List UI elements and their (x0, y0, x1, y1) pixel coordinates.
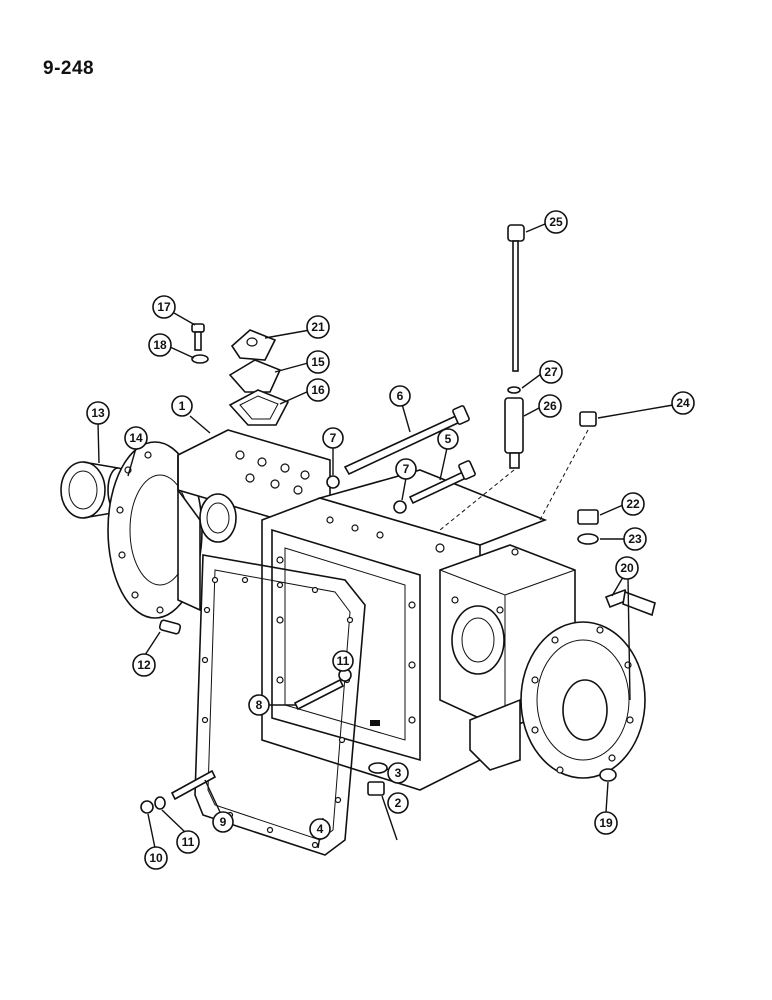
washer-18 (191, 354, 209, 364)
callout-label: 5 (445, 432, 452, 446)
callout-20: 20 (615, 556, 639, 580)
callout-label: 13 (91, 406, 105, 420)
callout-3: 3 (387, 762, 409, 784)
callout-label: 7 (330, 431, 337, 445)
callout-7b: 7 (395, 458, 417, 480)
callout-label: 9 (220, 815, 227, 829)
washer-7-left (326, 475, 340, 489)
screw-17 (191, 323, 205, 351)
callout-10: 10 (144, 846, 168, 870)
callout-7a: 7 (322, 427, 344, 449)
gasket-16 (228, 389, 290, 426)
callout-15: 15 (306, 350, 330, 374)
dipstick-tube-26 (504, 397, 524, 469)
callout-12: 12 (132, 653, 156, 677)
callout-24: 24 (671, 391, 695, 415)
callout-8: 8 (248, 694, 270, 716)
callout-label: 17 (157, 300, 171, 314)
callout-13: 13 (86, 401, 110, 425)
callout-label: 24 (676, 396, 690, 410)
stud-8 (293, 678, 345, 711)
callout-label: 20 (620, 561, 634, 575)
callout-label: 27 (544, 365, 558, 379)
callout-26: 26 (538, 394, 562, 418)
callout-22: 22 (621, 492, 645, 516)
callout-2: 2 (387, 792, 409, 814)
callout-11a: 11 (332, 650, 354, 672)
callout-label: 22 (626, 497, 640, 511)
callout-label: 2 (395, 796, 402, 810)
callout-label: 7 (403, 462, 410, 476)
callout-11b: 11 (176, 830, 200, 854)
plug-2 (367, 781, 385, 796)
o-ring-27 (507, 386, 521, 394)
plug-24 (579, 411, 597, 427)
transmission-housing-1 (177, 429, 576, 791)
callout-25: 25 (544, 210, 568, 234)
washer-23 (577, 533, 599, 545)
callout-label: 6 (397, 389, 404, 403)
callout-1: 1 (171, 395, 193, 417)
callout-label: 12 (137, 658, 151, 672)
callout-17: 17 (152, 295, 176, 319)
callout-label: 19 (599, 816, 613, 830)
dowel-12 (158, 619, 182, 635)
plate-15 (228, 359, 282, 393)
washer-7-right (393, 500, 407, 514)
callout-16: 16 (306, 378, 330, 402)
callout-label: 16 (311, 383, 325, 397)
stud-6 (343, 405, 470, 476)
plug-22 (577, 509, 599, 525)
page-number: 9-248 (43, 58, 95, 79)
callout-label: 4 (317, 822, 324, 836)
callout-21: 21 (306, 315, 330, 339)
callout-label: 8 (256, 698, 263, 712)
callout-label: 21 (311, 320, 325, 334)
callout-23: 23 (623, 527, 647, 551)
callout-label: 11 (337, 654, 350, 668)
callout-19: 19 (594, 811, 618, 835)
callout-label: 11 (182, 835, 195, 849)
nut-10 (140, 800, 154, 814)
washer-3 (368, 762, 388, 774)
callout-label: 26 (543, 399, 557, 413)
callout-4: 4 (309, 818, 331, 840)
stud-9 (170, 769, 217, 801)
bolt-5 (408, 460, 476, 505)
callout-18: 18 (148, 333, 172, 357)
callout-14: 14 (124, 426, 148, 450)
callout-label: 3 (395, 766, 402, 780)
right-axle-flange (520, 621, 646, 782)
callout-6: 6 (389, 385, 411, 407)
callout-label: 25 (549, 215, 563, 229)
callout-label: 23 (628, 532, 642, 546)
callout-label: 14 (129, 431, 143, 445)
callout-label: 18 (153, 338, 167, 352)
callout-label: 10 (149, 851, 163, 865)
washer-11-lower (154, 796, 166, 810)
callout-27: 27 (539, 360, 563, 384)
dipstick-25 (507, 224, 525, 372)
callout-5: 5 (437, 428, 459, 450)
callout-label: 1 (179, 399, 186, 413)
callout-label: 15 (311, 355, 325, 369)
callout-9: 9 (212, 811, 234, 833)
